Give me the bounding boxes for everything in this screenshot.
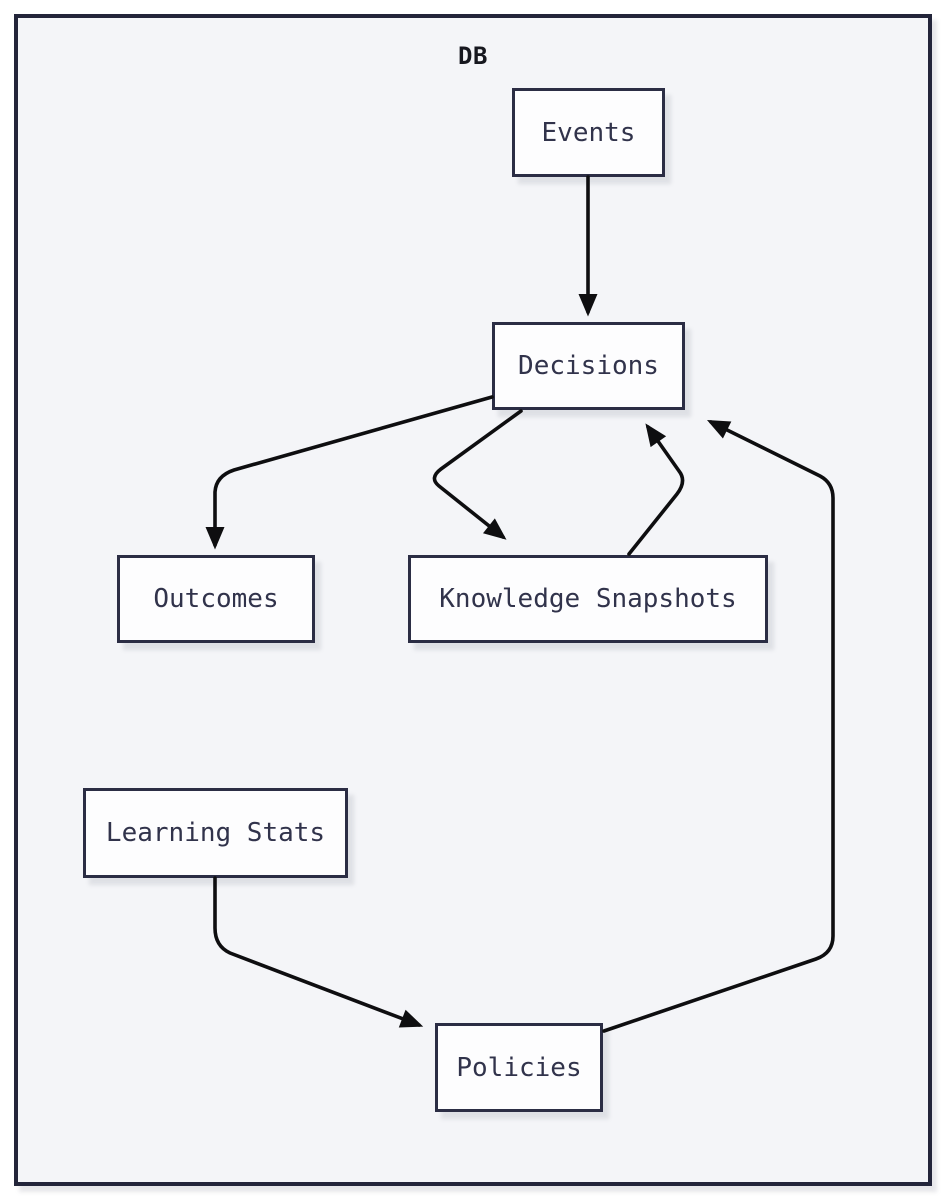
node-label-learning-stats: Learning Stats: [105, 818, 326, 848]
node-knowledge-snapshots: Knowledge Snapshots: [408, 555, 768, 643]
node-decisions: Decisions: [492, 322, 685, 410]
node-label-policies: Policies: [456, 1052, 582, 1083]
node-outcomes: Outcomes: [117, 555, 315, 643]
node-label-events: Events: [541, 117, 636, 148]
node-label-outcomes: Outcomes: [153, 584, 279, 614]
db-container-label: DB: [458, 42, 488, 70]
node-policies: Policies: [435, 1023, 603, 1112]
node-label-decisions: Decisions: [518, 351, 659, 381]
node-learning-stats: Learning Stats: [83, 788, 348, 878]
node-label-knowledge-snapshots: Knowledge Snapshots: [439, 584, 737, 614]
node-events: Events: [512, 88, 665, 177]
